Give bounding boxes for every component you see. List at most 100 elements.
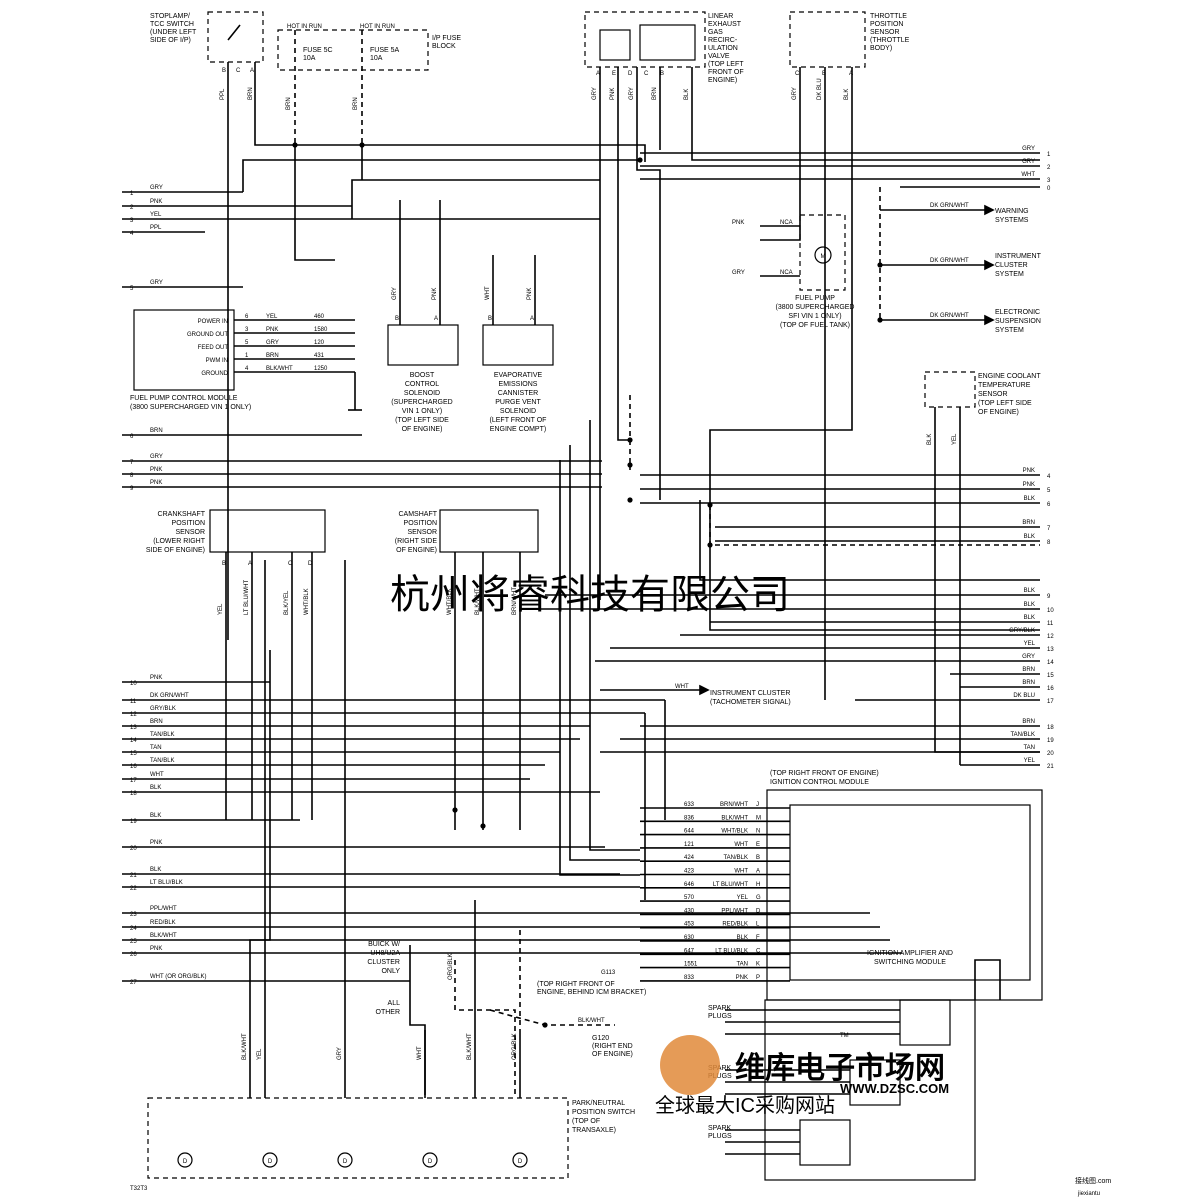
route	[636, 150, 661, 500]
electronic-suspension-label: SUSPENSION	[995, 318, 1041, 325]
left-wire-color: GRY/BLK	[150, 706, 176, 712]
right-wire-color: YEL	[1024, 641, 1036, 647]
stoplamp-switch-label: (UNDER LEFT	[150, 29, 197, 36]
hot-in-run-label: HOT IN RUN	[360, 24, 395, 30]
boost-solenoid-label: OF ENGINE)	[402, 426, 443, 433]
ect-sensor-label: SENSOR	[978, 391, 1008, 398]
fuel-pump-module-pin: GROUND	[201, 371, 228, 377]
wire-label: WHT/BLK	[721, 829, 748, 835]
motor-symbol: M	[821, 254, 826, 260]
left-wire-number: 15	[130, 751, 137, 757]
pin-label: A	[756, 869, 760, 875]
right-wire-number: 20	[1047, 751, 1054, 757]
evap-solenoid-label: CANNISTER	[498, 390, 538, 397]
route	[691, 150, 1040, 161]
splice-dot	[627, 437, 633, 443]
left-wire-number: 25	[130, 939, 137, 945]
left-wire-color: PNK	[150, 840, 162, 846]
corner-watermark: 接线图.com	[1075, 1176, 1111, 1185]
ignition-coil	[799, 1119, 851, 1166]
route	[249, 650, 271, 1030]
wire-label: BLK	[844, 89, 850, 100]
pin-label: A	[530, 316, 534, 322]
right-wire-number: 8	[1047, 540, 1051, 546]
electronic-suspension-label: SYSTEM	[995, 327, 1024, 334]
left-wire-number: 14	[130, 738, 137, 744]
right-wire-color: BRN	[1022, 719, 1035, 725]
right-wire-number: 16	[1047, 686, 1054, 692]
electronic-suspension-label: ELECTRONIC	[995, 309, 1040, 316]
wire-label: GRY	[732, 270, 745, 276]
g113-label: (TOP RIGHT FRONT OF	[537, 981, 615, 988]
g120-label: G120	[592, 1035, 609, 1042]
egr-valve-label: LINEAR	[708, 13, 733, 20]
stoplamp-switch-box	[207, 11, 264, 63]
egr-valve-label: ULATION	[708, 45, 738, 52]
pin-label: A	[250, 68, 254, 74]
right-wire-number: 13	[1047, 647, 1054, 653]
wire-label: PPL/WHT	[721, 908, 748, 914]
wire-label: BRN/WHT	[512, 587, 518, 615]
left-wire-number: 21	[130, 873, 137, 879]
wire-label: BRN	[652, 87, 658, 100]
pin-label: B	[222, 561, 226, 567]
route	[934, 480, 1040, 753]
left-wire-color: BRN	[150, 719, 163, 725]
fuel-pump-module-pin: PWM IN	[206, 358, 228, 364]
right-wire-color: PNK	[1023, 468, 1035, 474]
pnp-switch-label: (TOP OF	[572, 1118, 600, 1125]
wire-label: BRN	[353, 97, 359, 110]
pin-label: D	[756, 908, 761, 914]
camshaft-sensor-label: POSITION	[404, 520, 437, 527]
brand-url-watermark: WWW.DZSC.COM	[840, 1081, 949, 1096]
buick-cluster-label: BUICK W/	[368, 941, 400, 948]
pin-label: J	[756, 802, 759, 808]
wire-label: BRN	[266, 353, 279, 359]
left-wire-number: 8	[130, 473, 134, 479]
left-wire-color: BLK	[150, 813, 161, 819]
pin-label: D	[308, 561, 313, 567]
ect-sensor-label: (TOP LEFT SIDE	[978, 400, 1032, 407]
boost-solenoid-label: BOOST	[410, 372, 435, 379]
crankshaft-sensor-label: SIDE OF ENGINE)	[146, 547, 205, 554]
ect-sensor-box	[924, 371, 976, 408]
wire-label: DK GRN/WHT	[930, 258, 969, 264]
left-wire-color: PNK	[150, 675, 162, 681]
right-wire-number: 7	[1047, 526, 1051, 532]
pin-label: 3	[245, 327, 249, 333]
pin-label: C	[288, 561, 293, 567]
right-wire-number: 6	[1047, 502, 1051, 508]
left-wire-color: PNK	[150, 467, 162, 473]
pnp-contact	[512, 1152, 528, 1168]
evap-solenoid-label: EVAPORATIVE	[494, 372, 543, 379]
camshaft-sensor-label: SENSOR	[407, 529, 437, 536]
pin-label: M	[756, 815, 761, 821]
pnp-contact-label: D	[268, 1159, 273, 1165]
wire-label: BRN	[248, 87, 254, 100]
egr-coil	[599, 29, 631, 61]
pin-label: B	[488, 316, 492, 322]
wire-label: BLK/WHT	[578, 1018, 605, 1024]
circuit-label: 1551	[684, 962, 698, 968]
route	[569, 445, 640, 861]
left-wire-color: PPL/WHT	[150, 906, 177, 912]
wire-label: WHT	[734, 869, 748, 875]
left-wire-color: YEL	[150, 212, 162, 218]
wire-label: LT BLU/WHT	[713, 882, 748, 888]
crankshaft-sensor-label: (LOWER RIGHT	[153, 538, 205, 545]
splice-dot	[627, 462, 633, 468]
spark-plugs-label: SPARK	[708, 1005, 732, 1012]
splice-dot	[877, 262, 883, 268]
right-wire-number: 12	[1047, 634, 1054, 640]
arrow	[984, 314, 995, 326]
ignition-amp-label: IGNITION AMPLIFIER AND	[867, 950, 953, 957]
pin-label: F	[756, 935, 760, 941]
crankshaft-sensor-label: CRANKSHAFT	[158, 511, 206, 518]
wire-label: BLK/WHT	[242, 1033, 248, 1060]
brand-watermark: 维库电子市场网	[735, 1051, 945, 1085]
pin-label: K	[756, 962, 760, 968]
left-wire-color: TAN/BLK	[150, 732, 175, 738]
ignition-coil	[849, 1059, 901, 1106]
right-wire-color: BLK	[1024, 534, 1035, 540]
pin-label: A	[434, 316, 438, 322]
